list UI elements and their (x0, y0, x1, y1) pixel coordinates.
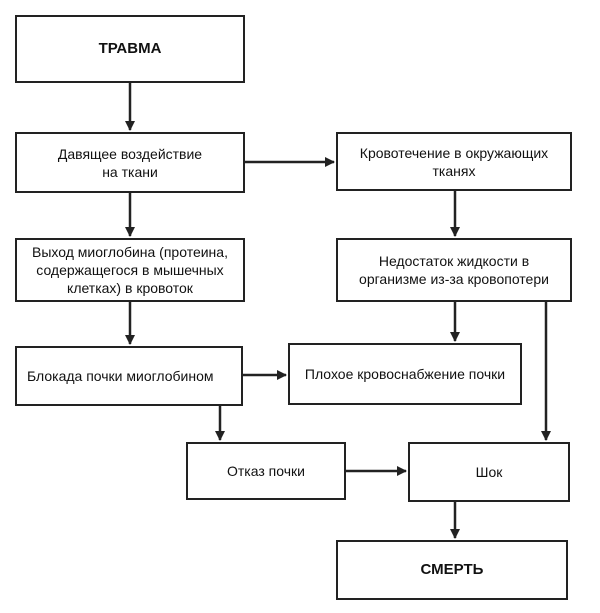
node-poor-blood-supply-label: Плохое кровоснабжение почки (304, 366, 506, 382)
node-pressure: Давящее воздействие на ткани (15, 132, 245, 193)
node-trauma: ТРАВМА (15, 15, 245, 83)
node-pressure-label: Давящее воздействие на ткани (57, 145, 203, 180)
node-kidney-block: Блокада почки миоглобином (15, 346, 243, 406)
node-myoglobin-release-label: Выход миоглобина (протеина, содержащегос… (32, 244, 228, 296)
node-death: СМЕРТЬ (336, 540, 568, 600)
node-shock-label: Шок (475, 464, 503, 480)
node-kidney-failure-label: Отказ почки (227, 463, 305, 479)
node-bleeding-label: Кровотечение в окружающих тканях (359, 144, 549, 179)
node-trauma-label: ТРАВМА (98, 40, 162, 57)
node-myoglobin-release: Выход миоглобина (протеина, содержащегос… (15, 238, 245, 302)
node-bleeding: Кровотечение в окружающих тканях (336, 132, 572, 191)
node-kidney-failure: Отказ почки (186, 442, 346, 500)
node-fluid-deficit: Недостаток жидкости в организме из-за кр… (336, 238, 572, 302)
node-shock: Шок (408, 442, 570, 502)
node-poor-blood-supply: Плохое кровоснабжение почки (288, 343, 522, 405)
node-fluid-deficit-label: Недостаток жидкости в организме из-за кр… (359, 253, 549, 287)
node-kidney-block-label: Блокада почки миоглобином (27, 368, 214, 384)
node-death-label: СМЕРТЬ (420, 561, 484, 578)
